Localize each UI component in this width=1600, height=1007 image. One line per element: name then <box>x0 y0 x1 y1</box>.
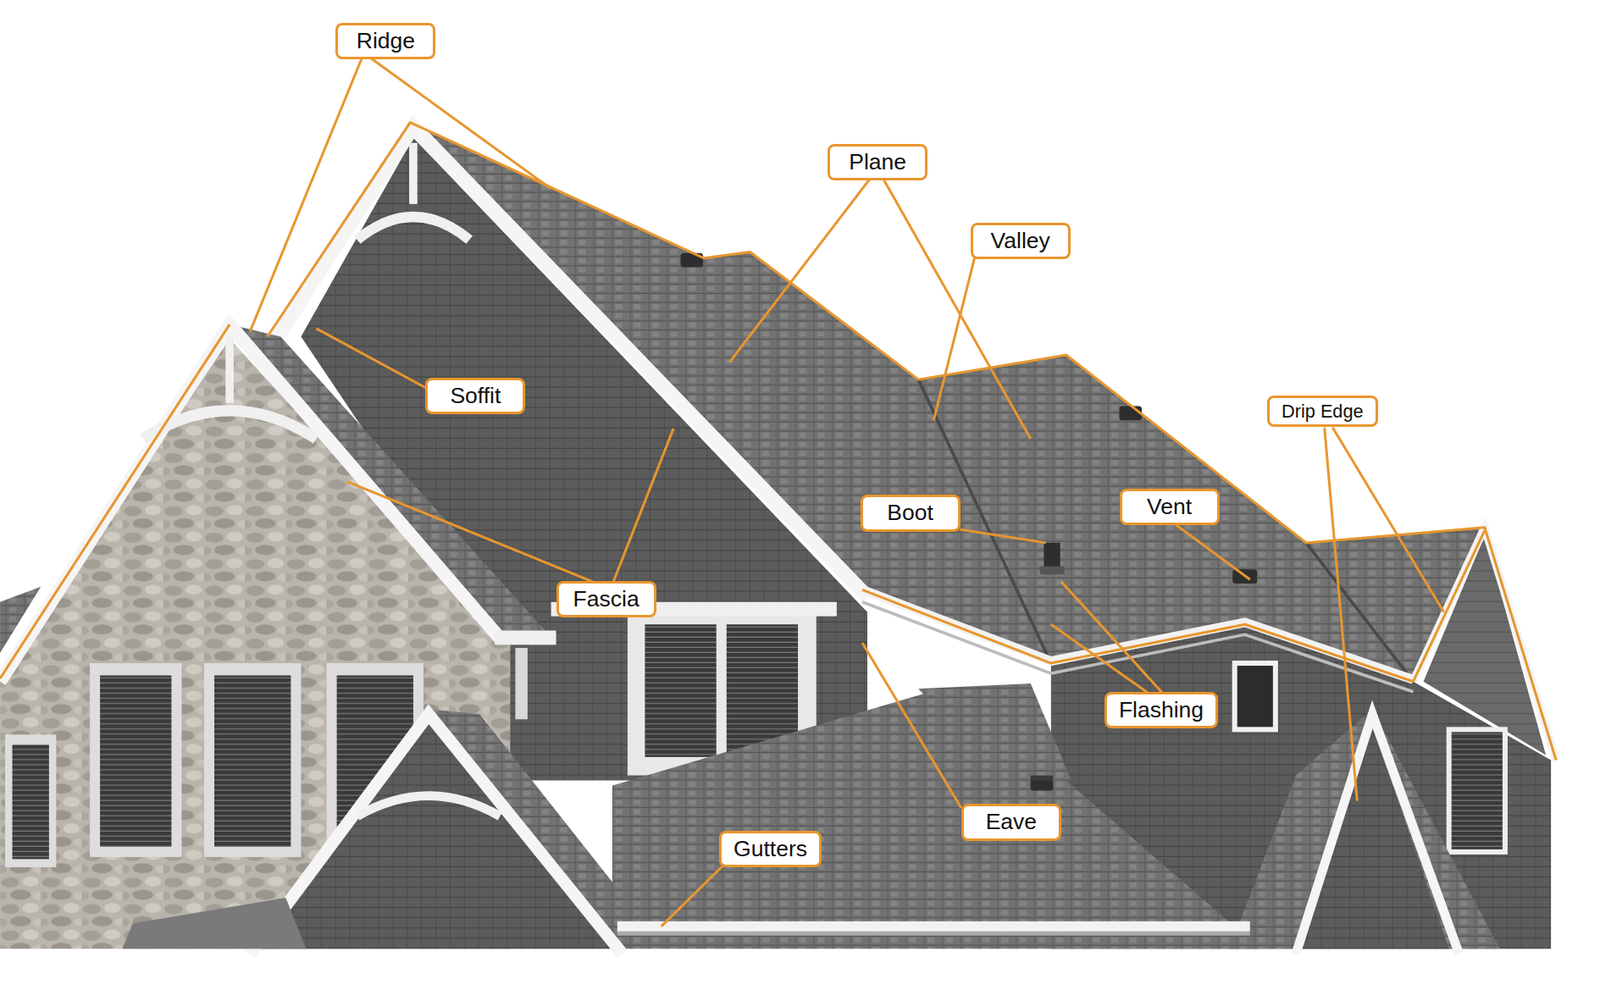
callout-box: Flashing <box>1104 692 1218 729</box>
callout-box: Boot <box>860 494 961 532</box>
part-name: Soffit <box>439 382 511 410</box>
part-name: Plane <box>841 148 914 177</box>
callout-box: Drip Edge <box>1267 395 1378 427</box>
part-name: Vent <box>1134 492 1206 521</box>
callout-box: Fascia <box>556 581 657 618</box>
part-name: Valley <box>985 226 1057 255</box>
part-name: Gutters <box>733 835 808 864</box>
callout-box: Vent <box>1119 488 1220 526</box>
callout-box: Valley <box>970 222 1071 260</box>
part-name: Eave <box>975 808 1047 836</box>
part-name: Boot <box>874 498 947 527</box>
part-name: Drip Edge <box>1281 399 1363 423</box>
callout-box: Ridge <box>335 22 436 60</box>
callout-box: Gutters <box>719 830 822 868</box>
part-name: Flashing <box>1118 696 1204 725</box>
part-name: Fascia <box>570 585 643 614</box>
part-name: Ridge <box>349 27 421 56</box>
callout-box: Soffit <box>425 377 526 415</box>
leader-lines <box>249 56 1444 926</box>
callout-box: Plane <box>827 143 928 181</box>
callout-box: Eave <box>961 803 1062 841</box>
